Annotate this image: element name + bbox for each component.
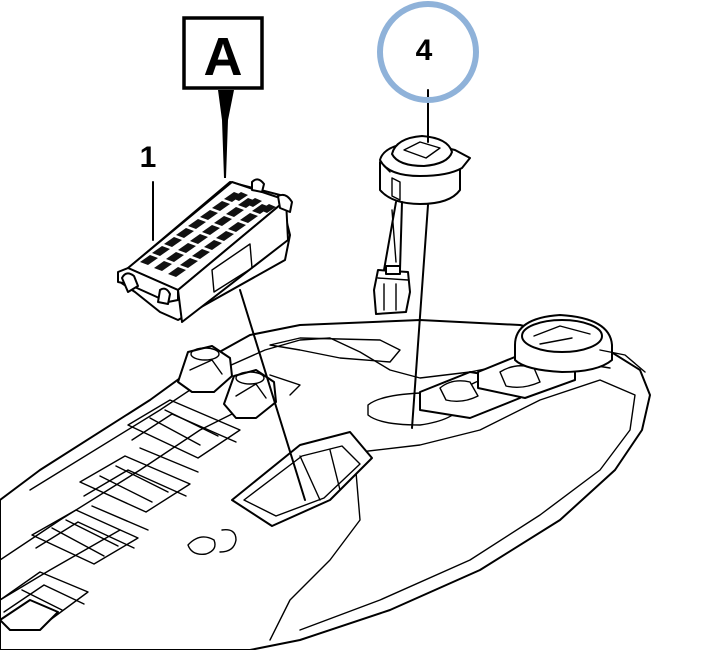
part-number-1: 1	[140, 141, 157, 174]
console-switch-panel	[0, 345, 301, 631]
keypad-module	[117, 178, 293, 323]
view-label-box: A	[182, 16, 264, 90]
view-label: A	[204, 27, 243, 87]
switch-block-3	[31, 509, 139, 565]
rotary-knob-1	[177, 345, 233, 393]
view-arrow	[218, 90, 234, 178]
part-number-4: 4	[416, 34, 433, 67]
switch-block-1	[127, 399, 241, 473]
keypad-mounting-recess	[231, 431, 373, 527]
switch-block-4	[0, 571, 89, 631]
switch-block-2	[79, 455, 191, 531]
highlight-circle	[377, 1, 479, 103]
keypad-keys	[140, 192, 276, 277]
rotary-switch	[373, 135, 471, 315]
rotary-knob-2	[223, 369, 277, 419]
console-logo-mark	[187, 529, 237, 555]
wire-connector	[373, 265, 411, 315]
leader-lines	[152, 89, 429, 501]
round-control-knob	[514, 314, 646, 373]
